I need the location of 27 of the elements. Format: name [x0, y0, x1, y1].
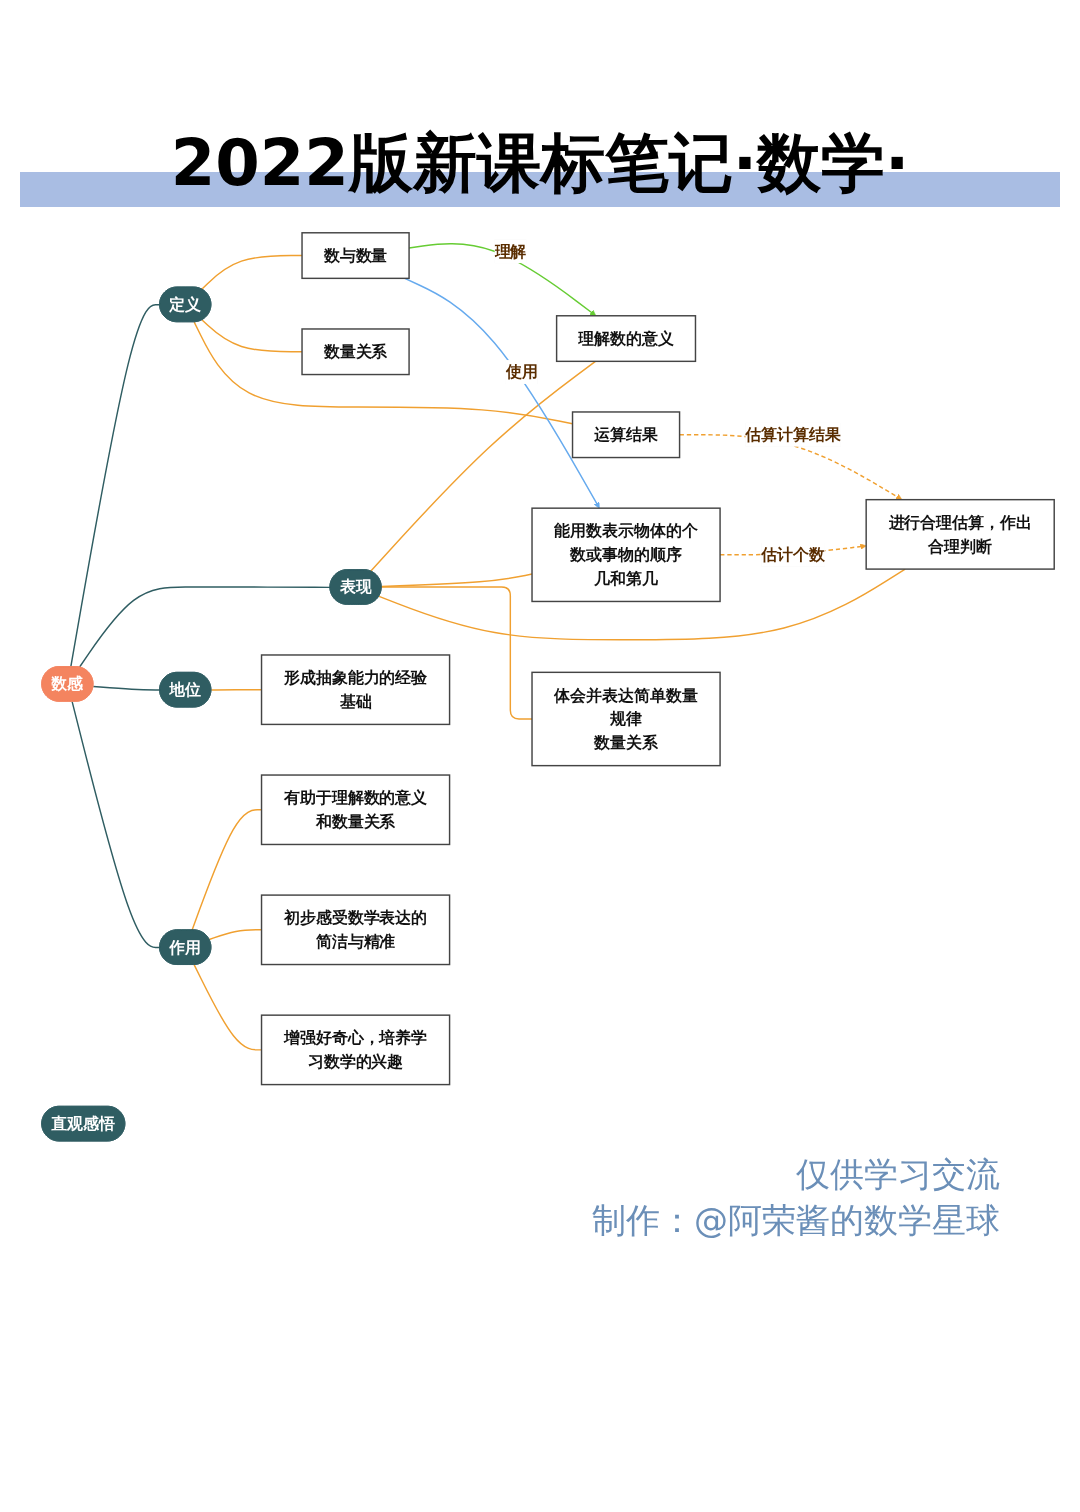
connector: [71, 700, 161, 949]
arrow: [404, 277, 600, 509]
connector: [78, 586, 331, 668]
node-box: 进行合理估算，作出合理判断: [865, 498, 1055, 570]
edge-label: 估算计算结果: [745, 425, 841, 444]
note-text: 制作：@阿荣酱的数学星球: [591, 1199, 1000, 1243]
node-box: 能用数表示物体的个数或事物的顺序 几和第几: [531, 507, 721, 603]
node-box: 体会并表达简单数量规律 数量关系: [531, 671, 721, 767]
connector: [201, 319, 303, 353]
connector: [201, 254, 303, 290]
connector: [380, 586, 533, 720]
edge-label: 理解: [494, 242, 527, 261]
node-box: 增强好奇心，培养学习数学的兴趣: [260, 1014, 451, 1086]
node-box: 初步感受数学表达的简洁与精准: [260, 894, 451, 966]
note-text: 仅供学习交流: [795, 1153, 1000, 1197]
node-box: 形成抽象能力的经验基础: [260, 654, 451, 726]
node-box: 理解数的意义: [555, 315, 697, 363]
node-box: 数与数量: [301, 232, 410, 280]
connector: [92, 685, 161, 691]
edge-label: 使用: [505, 362, 538, 382]
node-box: 有助于理解数的意义和数量关系: [260, 774, 451, 846]
connector: [369, 360, 597, 572]
edge-label: 估计个数: [761, 545, 825, 564]
node-box: 运算结果: [571, 411, 681, 459]
node-box: 数量关系: [301, 328, 410, 376]
connector: [70, 303, 161, 668]
connector: [378, 568, 906, 641]
